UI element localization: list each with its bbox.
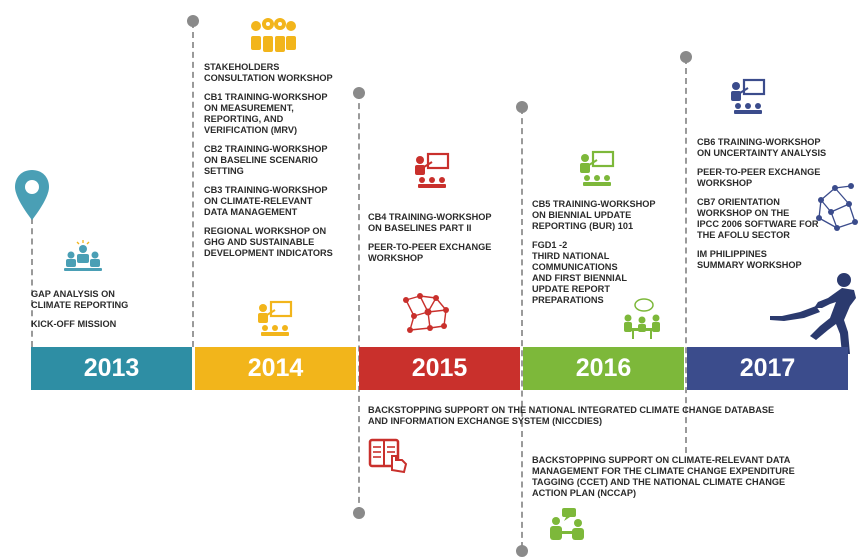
timeline-connector-2013 bbox=[31, 218, 33, 347]
event-cb3: CB3 TRAINING-WORKSHOP ON CLIMATE-RELEVAN… bbox=[204, 185, 328, 217]
event-cb5: CB5 TRAINING-WORKSHOP ON BIENNIAL UPDATE… bbox=[532, 199, 656, 231]
event-cb2: CB2 TRAINING-WORKSHOP ON BASELINE SCENAR… bbox=[204, 144, 328, 176]
timeline-connector-2014 bbox=[192, 22, 194, 347]
event-kickoff: KICK-OFF MISSION bbox=[31, 319, 117, 329]
timeline-dot-2017 bbox=[680, 51, 692, 63]
event-cb4: CB4 TRAINING-WORKSHOP ON BASELINES PART … bbox=[368, 212, 492, 233]
presenter-training-icon bbox=[731, 78, 766, 114]
stakeholders-circle-icon bbox=[251, 18, 296, 52]
events-2015: CB4 TRAINING-WORKSHOP ON BASELINES PART … bbox=[368, 212, 518, 272]
presenter-training-icon bbox=[415, 152, 450, 188]
event-peer-2017: PEER-TO-PEER EXCHANGE WORKSHOP bbox=[697, 167, 821, 188]
year-bar-2014: 2014 bbox=[195, 347, 356, 390]
event-gap-analysis: GAP ANALYSIS ON CLIMATE REPORTING bbox=[31, 289, 129, 310]
event-stakeholders: STAKEHOLDERS CONSULTATION WORKSHOP bbox=[204, 62, 333, 83]
presenter-training-icon bbox=[580, 150, 615, 186]
event-cb6: CB6 TRAINING-WORKSHOP ON UNCERTAINTY ANA… bbox=[697, 137, 827, 158]
event-peer-2015: PEER-TO-PEER EXCHANGE WORKSHOP bbox=[368, 242, 492, 263]
timeline-connector-2015 bbox=[358, 93, 360, 513]
event-regional: REGIONAL WORKSHOP ON GHG AND SUSTAINABLE… bbox=[204, 226, 333, 258]
backstop-niccdies-text: BACKSTOPPING SUPPORT ON THE NATIONAL INT… bbox=[368, 405, 775, 426]
timeline-connector-2017 bbox=[685, 58, 687, 453]
network-icon bbox=[403, 293, 449, 333]
discussion-group-icon bbox=[624, 298, 660, 339]
location-pin-icon bbox=[15, 170, 49, 220]
year-label-2016: 2016 bbox=[575, 354, 632, 382]
group-meeting-icon bbox=[64, 240, 102, 271]
team-chat-icon bbox=[550, 508, 584, 540]
timeline-dot-backstop-2 bbox=[516, 545, 528, 557]
year-bar-2013: 2013 bbox=[31, 347, 192, 390]
timeline-dot-2016 bbox=[516, 101, 528, 113]
events-2017: CB6 TRAINING-WORKSHOP ON UNCERTAINTY ANA… bbox=[697, 137, 847, 279]
book-hand-icon bbox=[368, 438, 408, 474]
network-icon bbox=[816, 183, 858, 231]
year-label-2017: 2017 bbox=[739, 354, 796, 382]
timeline-dot-2014 bbox=[187, 15, 199, 27]
timeline-connector-2016 bbox=[521, 108, 523, 548]
year-label-2015: 2015 bbox=[411, 354, 468, 382]
timeline-dot-2015 bbox=[353, 87, 365, 99]
events-2014: STAKEHOLDERS CONSULTATION WORKSHOP CB1 T… bbox=[204, 62, 356, 267]
year-bar-2015: 2015 bbox=[359, 347, 520, 390]
year-label-2013: 2013 bbox=[83, 354, 140, 382]
event-fgd: FGD1 -2 THIRD NATIONAL COMMUNICATIONS AN… bbox=[532, 240, 627, 305]
year-bar-2016: 2016 bbox=[523, 347, 684, 390]
year-label-2014: 2014 bbox=[247, 354, 304, 382]
event-cb1: CB1 TRAINING-WORKSHOP ON MEASUREMENT, RE… bbox=[204, 92, 328, 135]
runner-silhouette-icon bbox=[770, 273, 856, 354]
year-bar-2017: 2017 bbox=[687, 347, 848, 390]
event-cb7: CB7 ORIENTATION WORKSHOP ON THE IPCC 200… bbox=[697, 197, 819, 240]
timeline-dot-backstop-1 bbox=[353, 507, 365, 519]
presenter-training-icon bbox=[258, 300, 293, 336]
backstop-niccdies: BACKSTOPPING SUPPORT ON THE NATIONAL INT… bbox=[368, 405, 838, 435]
events-2016: CB5 TRAINING-WORKSHOP ON BIENNIAL UPDATE… bbox=[532, 199, 682, 314]
events-2013: GAP ANALYSIS ON CLIMATE REPORTING KICK-O… bbox=[31, 289, 181, 338]
backstop-ccet: BACKSTOPPING SUPPORT ON CLIMATE-RELEVANT… bbox=[532, 455, 842, 507]
backstop-ccet-text: BACKSTOPPING SUPPORT ON CLIMATE-RELEVANT… bbox=[532, 455, 795, 498]
event-summary: IM PHILIPPINES SUMMARY WORKSHOP bbox=[697, 249, 802, 270]
